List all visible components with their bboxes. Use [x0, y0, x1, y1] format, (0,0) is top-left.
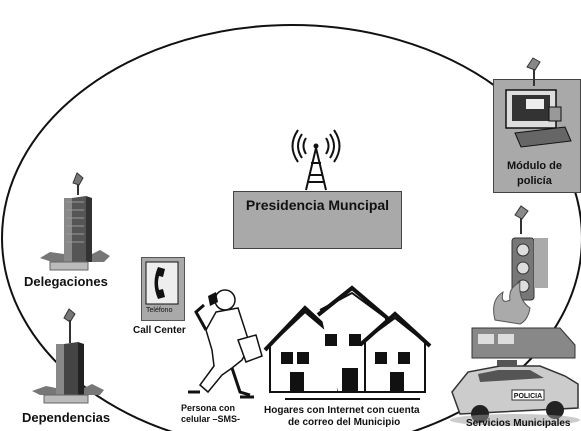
- police-module-label-1: Módulo de: [507, 160, 562, 172]
- fire-icon: [493, 281, 531, 325]
- hogares-label-2: de correo del Municipio: [288, 417, 401, 428]
- coverage-ellipse: [1, 24, 581, 431]
- dependencias-label: Dependencias: [22, 410, 111, 425]
- police-computer-icon-overlay: [505, 79, 572, 148]
- presidencia-box: Presidencia Muncipal: [233, 191, 402, 249]
- hogares-label-1: Hogares con Internet con cuenta: [264, 405, 420, 416]
- servicios-label: Servicios Municipales: [466, 418, 571, 429]
- police-car-icon: POLICIA: [450, 360, 580, 426]
- call-center-label: Call Center: [133, 325, 186, 336]
- phone-icon: [154, 267, 165, 299]
- antenna-tower-icon: [291, 129, 341, 191]
- fire-truck-icon: [471, 327, 576, 359]
- delegaciones-building-icon: [40, 172, 110, 271]
- persona-label-1: Persona con: [181, 403, 236, 413]
- presidencia-label: Presidencia Muncipal: [245, 197, 390, 213]
- police-module-overlay: [505, 79, 572, 148]
- delegaciones-label: Delegaciones: [24, 274, 108, 289]
- persona-label-2: celular –SMS-: [181, 414, 241, 424]
- phone-overlay: [145, 261, 179, 305]
- police-module-label-2: policía: [517, 175, 552, 187]
- dependencias-building-icon: [32, 308, 104, 404]
- phone-caption: Teléfono: [146, 307, 173, 314]
- police-car-decal: POLICIA: [514, 393, 542, 400]
- person-with-phone-icon: [188, 289, 263, 399]
- houses-icon: [263, 285, 432, 400]
